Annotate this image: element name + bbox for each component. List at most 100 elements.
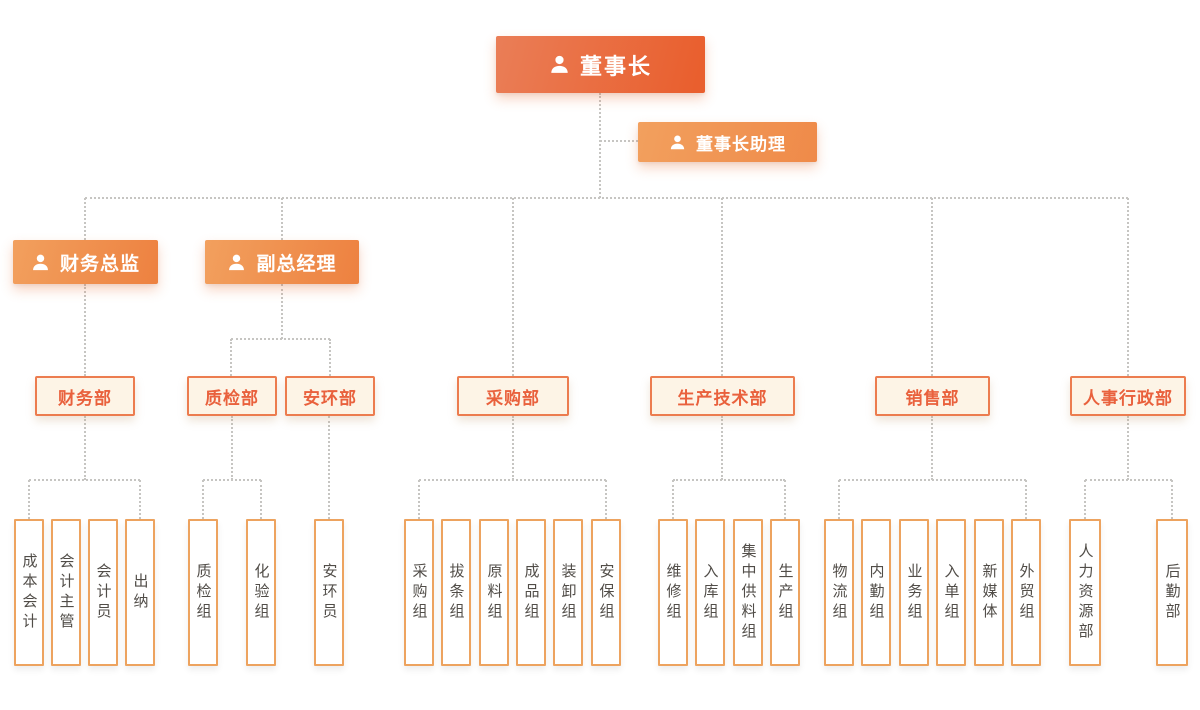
node-label: 安保组 [597,562,615,623]
node-label: 人事行政部 [1083,388,1173,408]
leaf-purchasing-group[interactable]: 采购组 [404,519,434,666]
leaf-logistics-support[interactable]: 后勤部 [1156,519,1188,666]
leaf-human-resources[interactable]: 人力资源部 [1069,519,1101,666]
connector-line [281,198,283,240]
node-label: 入单组 [942,562,960,623]
person-icon [669,134,686,151]
connector-line [512,198,514,376]
node-label: 人力资源部 [1076,542,1094,643]
node-chairman[interactable]: 董事长 [496,36,705,93]
node-label: 成本会计 [20,552,38,633]
connector-line [931,416,933,480]
leaf-safety-officer[interactable]: 安环员 [314,519,344,666]
leaf-finished-goods-group[interactable]: 成品组 [516,519,546,666]
node-label: 化验组 [252,562,270,623]
node-label: 安环员 [320,562,338,623]
node-label: 董事长助理 [696,134,786,154]
node-label: 质检组 [194,562,212,623]
node-label: 财务总监 [59,253,140,275]
connector-line [230,339,232,376]
connector-line [203,479,261,481]
leaf-internal-support-group[interactable]: 内勤组 [861,519,891,666]
dept-purchasing[interactable]: 采购部 [457,376,569,416]
node-label: 业务组 [905,562,923,623]
node-deputy-general-manager[interactable]: 副总经理 [205,240,359,284]
leaf-foreign-trade-group[interactable]: 外贸组 [1011,519,1041,666]
leaf-logistics-group[interactable]: 物流组 [824,519,854,666]
connector-line [28,480,30,519]
leaf-loading-unloading-group[interactable]: 装卸组 [553,519,583,666]
node-chairman-assistant[interactable]: 董事长助理 [638,122,817,162]
connector-line [599,93,601,198]
connector-line [672,480,674,519]
connector-line [838,480,840,519]
leaf-strip-pulling-group[interactable]: 拔条组 [441,519,471,666]
dept-production-technology[interactable]: 生产技术部 [650,376,795,416]
dept-sales[interactable]: 销售部 [875,376,990,416]
connector-line [931,198,933,376]
connector-line [512,416,514,480]
connector-line [329,339,331,376]
leaf-raw-material-group[interactable]: 原料组 [479,519,509,666]
leaf-security-group[interactable]: 安保组 [591,519,621,666]
node-label: 采购部 [486,388,540,408]
dept-quality-inspection[interactable]: 质检部 [187,376,277,416]
connector-line [605,480,607,519]
leaf-production-group[interactable]: 生产组 [770,519,800,666]
node-label: 安环部 [303,388,357,408]
node-label: 销售部 [905,388,960,408]
connector-line [139,480,141,519]
connector-line [600,140,638,142]
dept-finance[interactable]: 财务部 [35,376,135,416]
connector-line [673,479,785,481]
connector-line [1171,480,1173,519]
node-label: 外贸组 [1017,562,1035,623]
connector-line [29,479,140,481]
leaf-warehousing-group[interactable]: 入库组 [695,519,725,666]
leaf-accountant[interactable]: 会计员 [88,519,118,666]
leaf-quality-inspection-group[interactable]: 质检组 [188,519,218,666]
connector-line [1127,198,1129,376]
connector-line [721,416,723,480]
connector-line [84,284,86,376]
node-label: 集中供料组 [739,542,757,643]
person-icon [227,253,246,272]
node-label: 成品组 [522,562,540,623]
leaf-business-group[interactable]: 业务组 [899,519,929,666]
node-label: 入库组 [701,562,719,623]
node-label: 原料组 [485,562,503,623]
connector-line [1085,479,1172,481]
leaf-accounting-supervisor[interactable]: 会计主管 [51,519,81,666]
node-label: 新媒体 [980,562,998,623]
node-label: 质检部 [205,388,259,408]
connector-line [328,416,330,519]
node-label: 会计主管 [57,552,75,633]
leaf-cost-accounting[interactable]: 成本会计 [14,519,44,666]
connector-line [1127,416,1129,480]
connector-line [419,479,606,481]
leaf-lab-test-group[interactable]: 化验组 [246,519,276,666]
connector-line [260,480,262,519]
node-label: 后勤部 [1163,562,1181,623]
person-icon [549,54,570,75]
node-label: 采购组 [410,562,428,623]
node-label: 会计员 [94,562,112,623]
connector-line [1025,480,1027,519]
leaf-new-media[interactable]: 新媒体 [974,519,1004,666]
leaf-order-entry-group[interactable]: 入单组 [936,519,966,666]
node-label: 生产技术部 [677,388,768,408]
connector-line [85,197,1128,199]
dept-hr-admin[interactable]: 人事行政部 [1070,376,1186,416]
dept-safety-environment[interactable]: 安环部 [285,376,375,416]
node-finance-director[interactable]: 财务总监 [13,240,158,284]
leaf-cashier[interactable]: 出纳 [125,519,155,666]
node-label: 内勤组 [867,562,885,623]
person-icon [31,253,50,272]
connector-line [418,480,420,519]
connector-line [202,480,204,519]
leaf-central-feeding-group[interactable]: 集中供料组 [733,519,763,666]
node-label: 物流组 [830,562,848,623]
leaf-maintenance-group[interactable]: 维修组 [658,519,688,666]
connector-line [231,416,233,480]
